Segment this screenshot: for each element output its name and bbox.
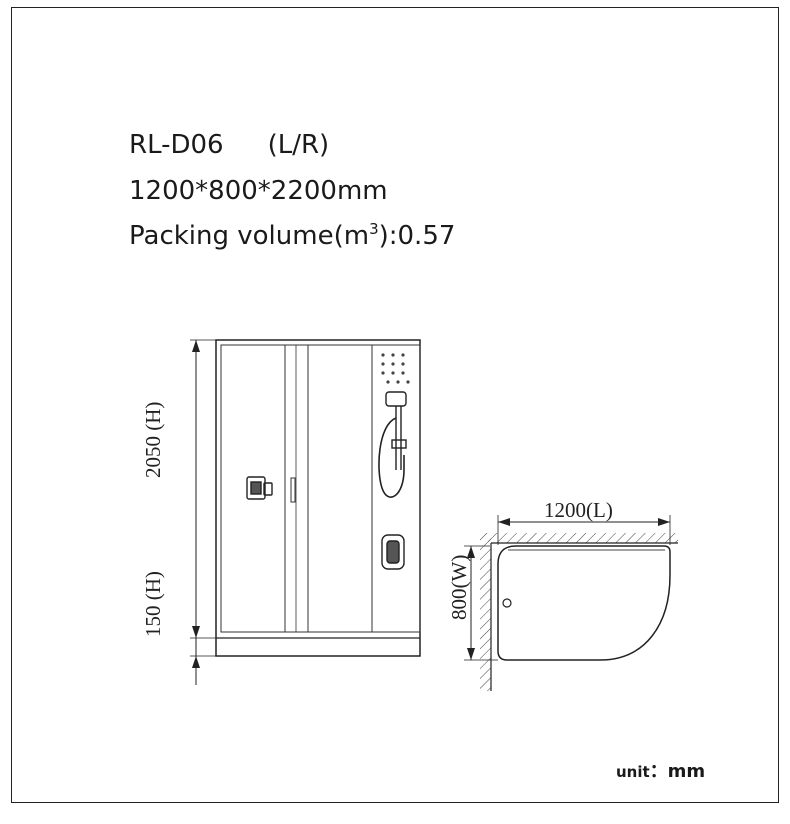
model-variant: (L/R) (267, 130, 330, 160)
base-height-label: 150 (H) (141, 571, 165, 637)
model-line: RL-D06 (L/R) (129, 132, 329, 158)
drawing-frame (11, 7, 779, 803)
top-view: 1200(L) 800(W) (447, 498, 678, 691)
model-number: RL-D06 (129, 130, 224, 160)
massage-jets (381, 353, 410, 384)
volume-superscript: 3 (369, 220, 379, 238)
arrow-mid-up (192, 626, 200, 638)
wall-hatch-left (480, 533, 491, 691)
unit-note: unit：mm (616, 761, 706, 782)
shower-hose (378, 417, 405, 498)
height-label: 2050 (H) (141, 402, 165, 478)
length-label: 1200(L) (544, 498, 613, 522)
wall-hatch-top (488, 533, 678, 543)
back-panel (371, 344, 421, 633)
width-label: 800(W) (447, 555, 471, 620)
shower-mixer (385, 391, 407, 470)
arrow-top (192, 340, 200, 352)
fold-seat (381, 534, 405, 570)
product-dimensions: 1200*800*2200mm (129, 176, 388, 206)
drain-icon (502, 598, 512, 608)
tray-outline (497, 545, 671, 661)
door-handle (290, 477, 296, 503)
packing-volume: Packing volume(m3):0.57 (129, 220, 456, 251)
door-fixture (246, 476, 273, 500)
front-view: 2050 (H) 150 (H) (141, 339, 421, 685)
left-door-panel (220, 344, 373, 633)
